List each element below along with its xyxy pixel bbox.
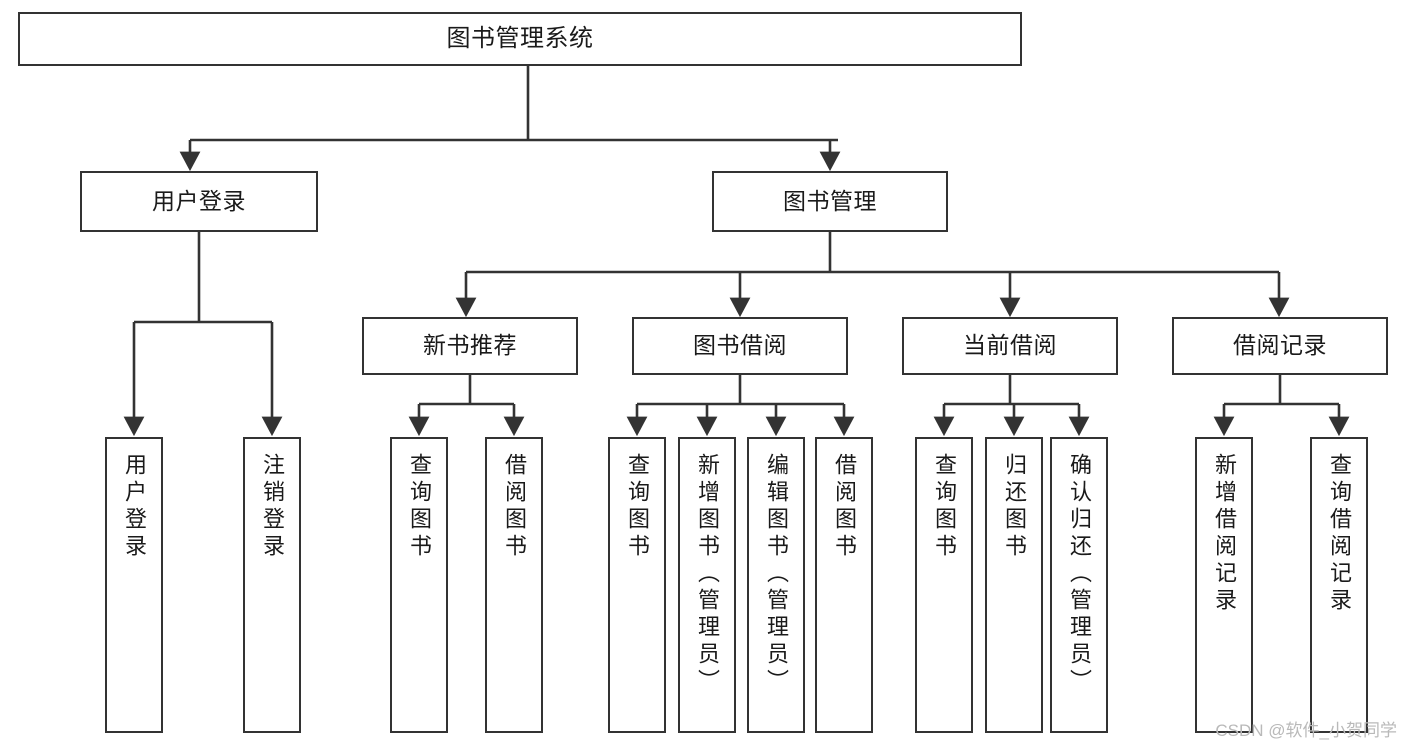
leaf-borrow-borrow-book[interactable]: 借阅图书 <box>815 437 873 733</box>
node-label: 图书管理系统 <box>446 24 594 52</box>
node-label: 编辑图书（管理员） <box>764 453 789 696</box>
node-label: 借阅图书 <box>502 453 527 561</box>
leaf-record-query-record[interactable]: 查询借阅记录 <box>1310 437 1368 733</box>
node-label: 当前借阅 <box>963 332 1057 359</box>
leaf-borrow-add-book-admin[interactable]: 新增图书（管理员） <box>678 437 736 733</box>
node-label: 新增图书（管理员） <box>695 453 720 696</box>
node-label: 确认归还（管理员） <box>1067 453 1092 696</box>
leaf-borrow-edit-book-admin[interactable]: 编辑图书（管理员） <box>747 437 805 733</box>
watermark-text: CSDN @软件_小贺同学 <box>1215 721 1397 740</box>
node-label: 注销登录 <box>260 453 285 561</box>
node-label: 查询图书 <box>625 453 650 561</box>
node-label: 用户登录 <box>122 453 147 561</box>
leaf-recommend-query-book[interactable]: 查询图书 <box>390 437 448 733</box>
node-label: 归还图书 <box>1002 453 1027 561</box>
leaf-current-confirm-return-admin[interactable]: 确认归还（管理员） <box>1050 437 1108 733</box>
node-label: 图书管理 <box>783 187 877 214</box>
node-user-login[interactable]: 用户登录 <box>80 171 318 232</box>
node-label: 图书借阅 <box>693 332 787 359</box>
node-label: 用户登录 <box>152 187 246 214</box>
leaf-current-return-book[interactable]: 归还图书 <box>985 437 1043 733</box>
leaf-current-query-book[interactable]: 查询图书 <box>915 437 973 733</box>
node-label: 新书推荐 <box>423 332 517 359</box>
leaf-record-add-record[interactable]: 新增借阅记录 <box>1195 437 1253 733</box>
node-new-book-recommend[interactable]: 新书推荐 <box>362 317 578 375</box>
node-borrow-record[interactable]: 借阅记录 <box>1172 317 1388 375</box>
node-book-borrow[interactable]: 图书借阅 <box>632 317 848 375</box>
node-book-management[interactable]: 图书管理 <box>712 171 948 232</box>
leaf-user-login-logout[interactable]: 注销登录 <box>243 437 301 733</box>
leaf-user-login-login[interactable]: 用户登录 <box>105 437 163 733</box>
leaf-recommend-borrow-book[interactable]: 借阅图书 <box>485 437 543 733</box>
node-root-system[interactable]: 图书管理系统 <box>18 12 1022 66</box>
node-current-borrow[interactable]: 当前借阅 <box>902 317 1118 375</box>
node-label: 查询图书 <box>407 453 432 561</box>
leaf-borrow-query-book[interactable]: 查询图书 <box>608 437 666 733</box>
node-label: 借阅图书 <box>832 453 857 561</box>
node-label: 新增借阅记录 <box>1212 453 1237 615</box>
node-label: 借阅记录 <box>1233 332 1327 359</box>
node-label: 查询借阅记录 <box>1327 453 1352 615</box>
node-label: 查询图书 <box>932 453 957 561</box>
